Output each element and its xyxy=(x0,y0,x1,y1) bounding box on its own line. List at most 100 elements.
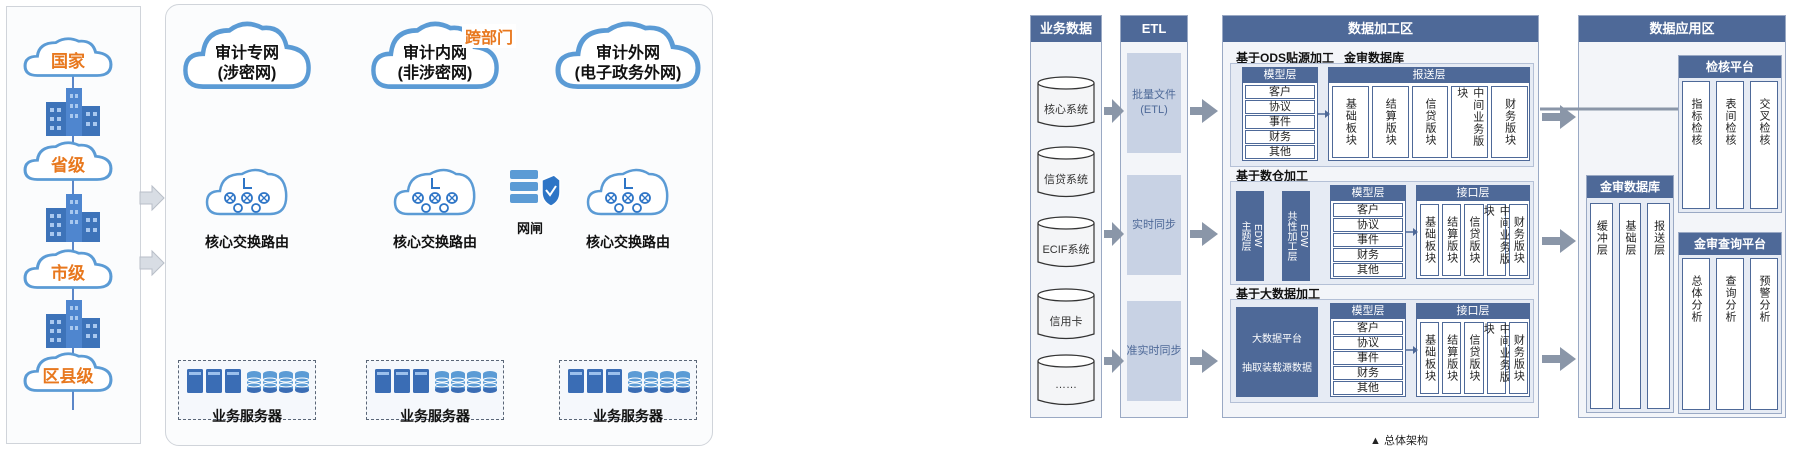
network-title-line2: (非涉密网) xyxy=(397,65,473,82)
arch-caption: ▲ 总体架构 xyxy=(1370,435,1428,447)
network-title-line1: 审计专网 xyxy=(214,45,279,62)
level-cloud-0: 国家 xyxy=(22,33,114,77)
building-icon xyxy=(46,300,100,348)
router-icon xyxy=(393,168,476,216)
database-icon: ECIF系统 xyxy=(1036,215,1096,270)
database-label: …… xyxy=(1055,379,1077,391)
level-label: 国家 xyxy=(51,52,85,71)
gateway-icon xyxy=(510,170,561,207)
report-item-label: 信贷版块 xyxy=(1467,334,1480,382)
report-item: 基础板块 xyxy=(1332,86,1369,158)
jinshen-db-item: 基础层 xyxy=(1618,203,1642,409)
cloud-icon xyxy=(23,37,113,77)
server-group xyxy=(366,360,504,420)
check-platform-item: 表间检核 xyxy=(1716,81,1744,209)
model-item: 财务 xyxy=(1333,248,1403,262)
model-item: 其他 xyxy=(1333,381,1403,395)
building-icon xyxy=(46,88,100,136)
report-item: 结算版块 xyxy=(1442,204,1462,276)
bigdata-label: 抽取装载源数据 xyxy=(1242,363,1312,374)
jinshen-db-item: 缓冲层 xyxy=(1590,203,1613,409)
query-platform-item-label: 查询分析 xyxy=(1724,275,1736,323)
query-platform-item-label: 预警分析 xyxy=(1758,275,1770,323)
model-item: 财务 xyxy=(1245,130,1315,144)
router-label: 核心交换路由 xyxy=(586,234,670,250)
database-icon: …… xyxy=(1036,353,1096,408)
model-item: 事件 xyxy=(1333,351,1403,365)
server-label: 业务服务器 xyxy=(400,408,470,424)
server-icon xyxy=(568,369,691,393)
check-platform-item: 指标检核 xyxy=(1682,81,1710,209)
report-item-label: 财务版块 xyxy=(1503,98,1516,146)
etl-item: 实时同步 xyxy=(1127,175,1181,275)
report-layer: 报送层基础板块结算版块信贷版块中间业务版块财务版块 xyxy=(1328,67,1530,161)
cloud-icon xyxy=(555,21,701,89)
report-item-label: 结算版块 xyxy=(1384,98,1397,146)
cross-dept-tag: 跨部门 xyxy=(462,24,517,48)
model-layer: 模型层客户协议事件财务其他 xyxy=(1242,67,1318,161)
network-cloud-0: 审计专网 (涉密网) xyxy=(181,14,313,96)
router-icon xyxy=(586,168,669,216)
database-icon: 信用卡 xyxy=(1036,287,1096,342)
database-label: 信用卡 xyxy=(1049,316,1083,328)
etl-item-label: 实时同步 xyxy=(1132,218,1176,231)
etl-item: 批量文件 (ETL) xyxy=(1127,53,1181,153)
network-cloud-2: 审计外网 (电子政务外网) xyxy=(553,14,703,96)
arrow-right-icon xyxy=(1406,228,1418,236)
report-item: 结算版块 xyxy=(1371,86,1409,158)
cloud-icon xyxy=(183,21,311,89)
col-head-processing: 数据加工区 xyxy=(1223,16,1538,42)
network-title-line1: 审计内网 xyxy=(402,45,467,62)
level-cloud-1: 省级 xyxy=(22,137,114,181)
query-platform-item: 预警分析 xyxy=(1750,258,1778,410)
model-item: 其他 xyxy=(1245,145,1315,159)
architecture-diagram: 业务数据 ETL 数据加工区 数据应用区 金审数据库 检核 xyxy=(1030,15,1790,455)
report-item: 财务版块 xyxy=(1491,86,1528,158)
router-icon xyxy=(205,168,288,216)
report-item-label: 信贷版块 xyxy=(1467,216,1480,264)
arrow-right-icon xyxy=(1318,110,1330,118)
server-label: 业务服务器 xyxy=(212,408,282,424)
model-item: 客户 xyxy=(1245,85,1315,99)
report-layer-head: 接口层 xyxy=(1417,186,1529,201)
col-head-application: 数据应用区 xyxy=(1579,16,1785,42)
check-platform-item-label: 交叉检核 xyxy=(1758,98,1770,146)
report-item: 信贷版块 xyxy=(1411,86,1449,158)
report-item-label: 信贷版块 xyxy=(1423,98,1436,146)
model-item: 事件 xyxy=(1245,115,1315,129)
network-title: 审计内网 (非涉密网) xyxy=(360,44,510,84)
server-group xyxy=(559,360,697,420)
jinshen-db-item: 报送层 xyxy=(1647,203,1670,409)
report-item-label: 中间业务版块 xyxy=(1482,205,1511,265)
model-item: 事件 xyxy=(1333,233,1403,247)
check-platform-title: 检核平台 xyxy=(1679,56,1781,78)
jinshen-db-item-label: 基础层 xyxy=(1623,220,1636,256)
section-title: 基于大数据加工 xyxy=(1236,287,1321,301)
level-label: 市级 xyxy=(51,264,85,283)
level-label: 区县级 xyxy=(42,367,94,386)
query-platform-title: 金审查询平台 xyxy=(1679,233,1781,255)
report-item-label: 财务版块 xyxy=(1512,334,1525,382)
network-title-line2: (涉密网) xyxy=(217,65,277,82)
network-title: 审计专网 (涉密网) xyxy=(172,44,322,84)
network-title-line1: 审计外网 xyxy=(595,45,660,62)
col-head-etl: ETL xyxy=(1121,16,1187,42)
query-platform-item: 查询分析 xyxy=(1716,258,1744,410)
report-item-label: 基础板块 xyxy=(1344,98,1357,146)
report-item: 中间业务版块 xyxy=(1482,204,1510,276)
model-layer: 模型层客户协议事件财务其他 xyxy=(1330,303,1406,397)
server-label: 业务服务器 xyxy=(593,408,663,424)
network-title-line2: (电子政务外网) xyxy=(574,65,682,82)
report-item: 财务版块 xyxy=(1508,322,1528,394)
arrow-right-icon xyxy=(1406,346,1418,354)
cloud-icon xyxy=(23,352,113,392)
model-item: 协议 xyxy=(1333,336,1403,350)
database-label: 信贷系统 xyxy=(1044,174,1088,186)
report-layer: 接口层基础板块结算版块信贷版块中间业务版块财务版块 xyxy=(1416,185,1530,279)
network-title: 审计外网 (电子政务外网) xyxy=(553,44,703,84)
report-item: 基础板块 xyxy=(1420,204,1440,276)
report-item-label: 结算版块 xyxy=(1445,334,1458,382)
edw-box: EDW 主题层 xyxy=(1236,191,1264,281)
bigdata-box: 大数据平台抽取装载源数据 xyxy=(1236,307,1318,397)
report-item-label: 基础板块 xyxy=(1423,216,1436,264)
